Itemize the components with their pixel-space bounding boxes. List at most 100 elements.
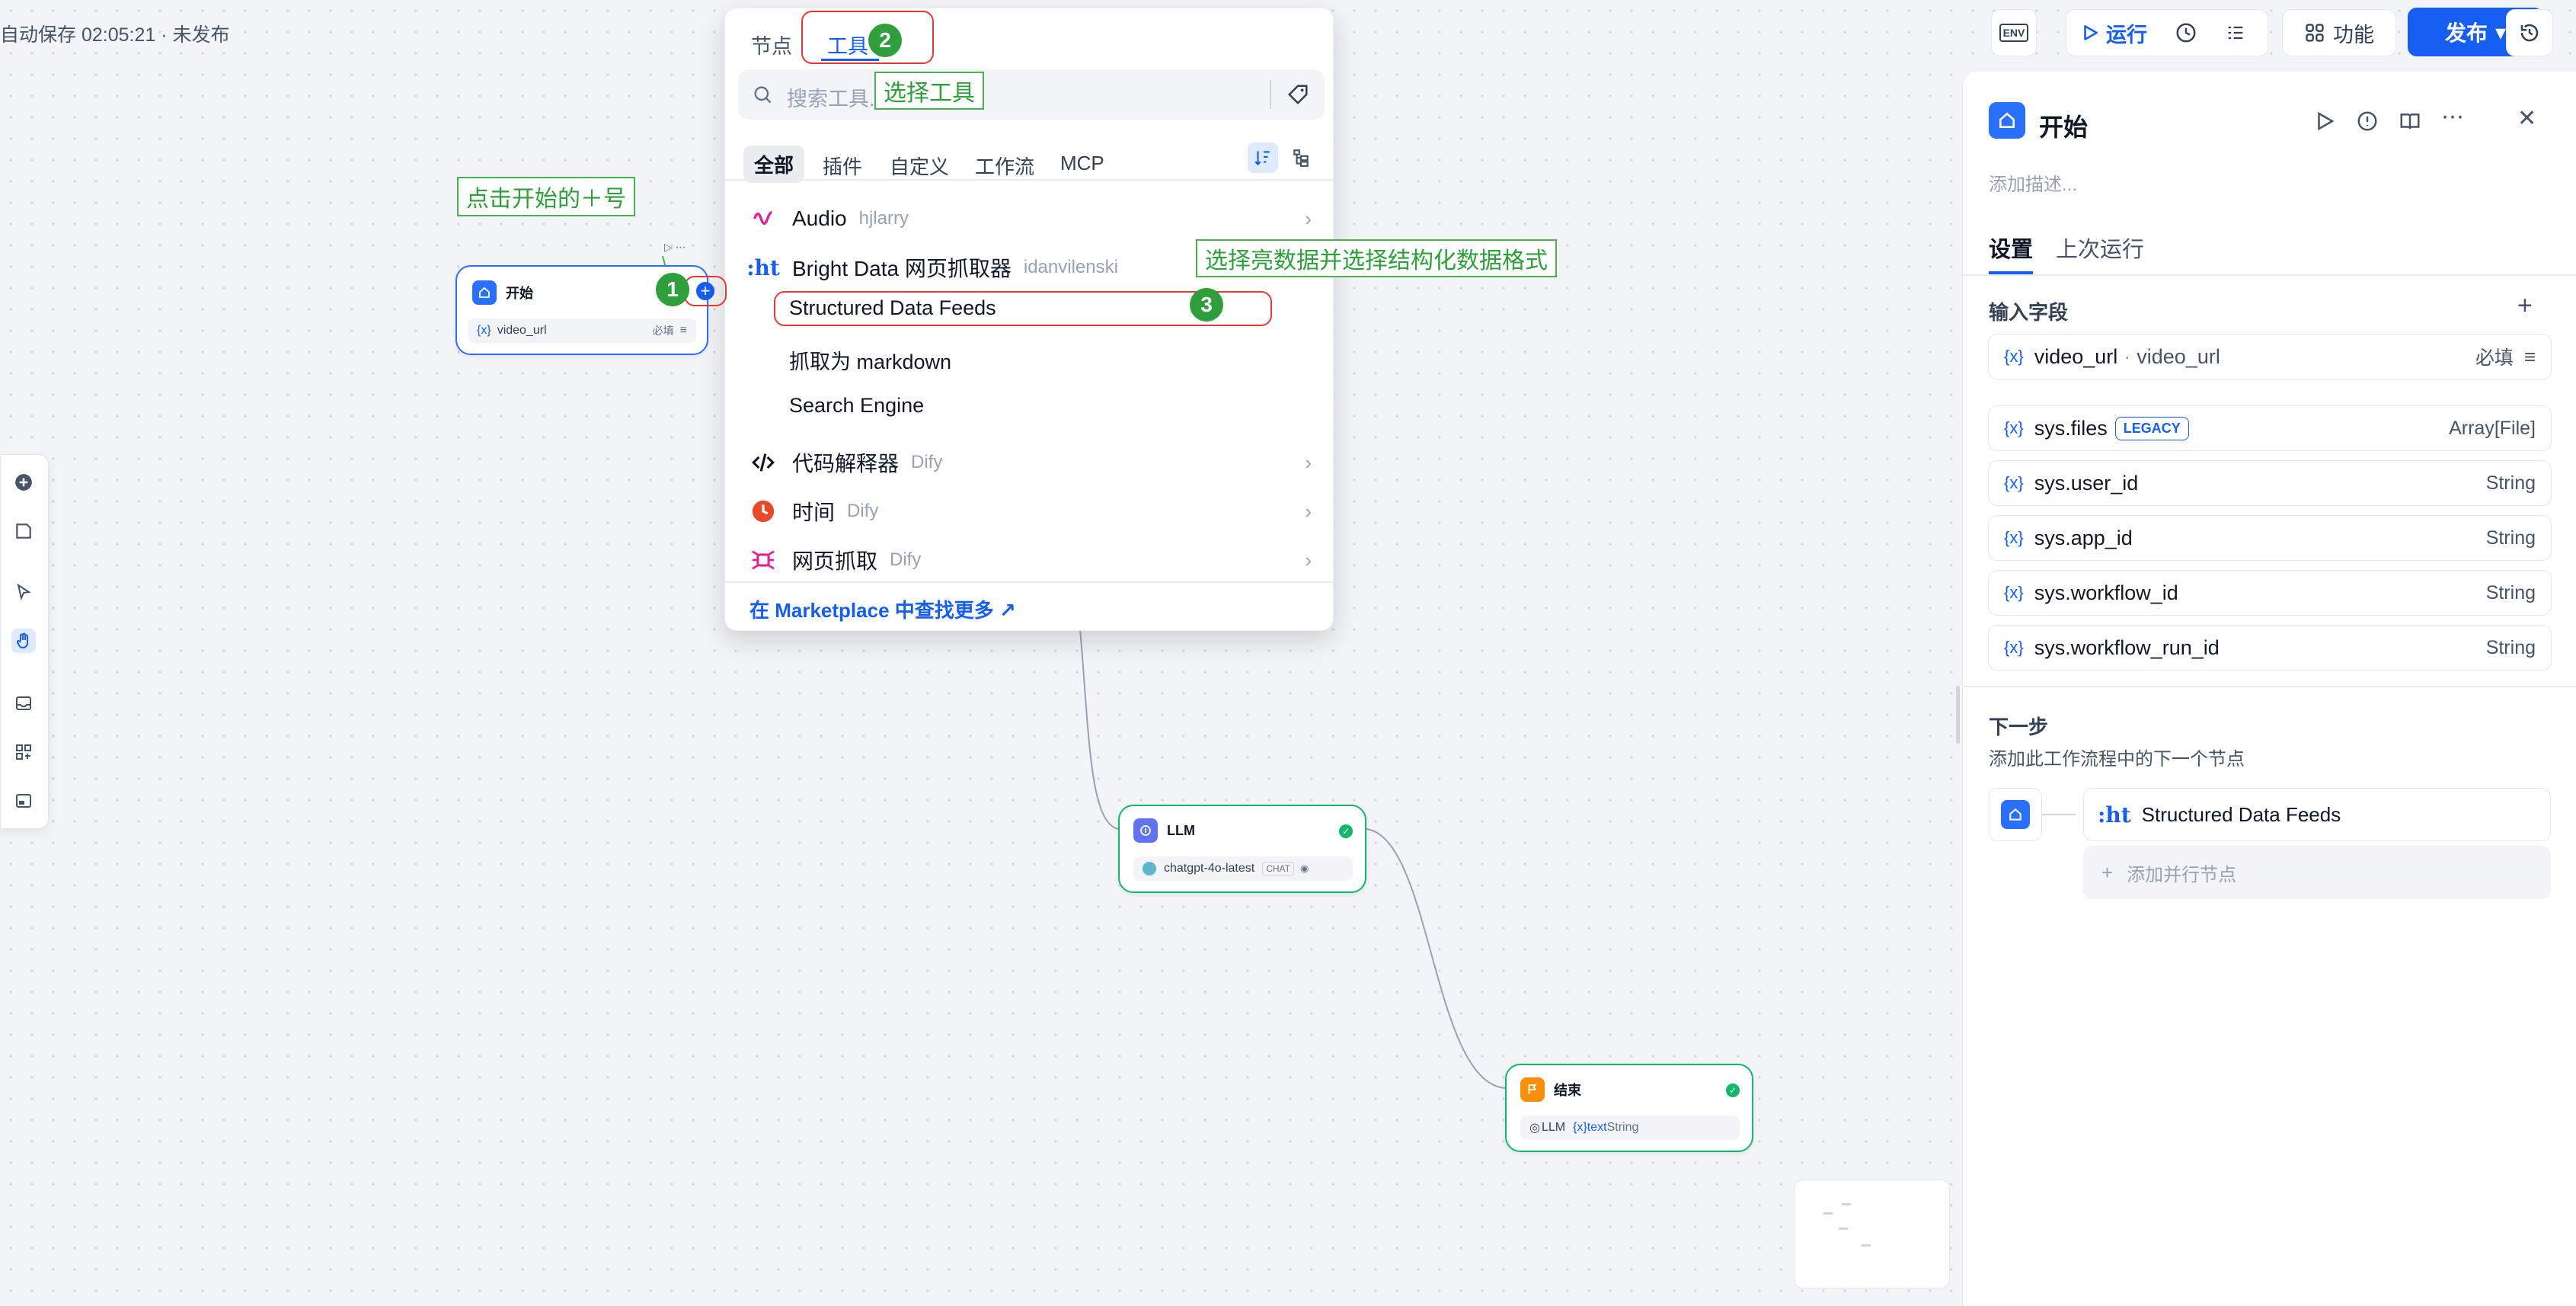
panel-resize-handle[interactable] bbox=[1956, 686, 1960, 744]
highlight-add-button bbox=[684, 276, 727, 306]
spider-icon bbox=[748, 545, 778, 575]
subtool-search-engine[interactable]: Search Engine bbox=[789, 394, 925, 417]
filter-workflow[interactable]: 工作流 bbox=[975, 155, 1035, 178]
sort-icon[interactable] bbox=[1248, 142, 1278, 173]
step-number-3: 3 bbox=[1190, 288, 1223, 322]
variable-icon: {x} bbox=[2004, 473, 2024, 492]
start-node[interactable]: 开始 {x} video_url 必填 ≡ bbox=[455, 265, 708, 355]
variable-icon: {x} bbox=[477, 324, 491, 337]
filter-mcp[interactable]: MCP bbox=[1060, 152, 1104, 174]
start-var-chip: {x} video_url 必填 ≡ bbox=[468, 318, 696, 343]
start-add-next-button[interactable]: + bbox=[696, 281, 714, 300]
end-output-chip: ◎ LLM {x} text String bbox=[1520, 1116, 1740, 1140]
tab-nodes[interactable]: 节点 bbox=[751, 35, 792, 58]
minimap-toggle-icon[interactable] bbox=[11, 789, 36, 813]
sys-field-workflow-id: {x} sys.workflow_id String bbox=[1988, 570, 2552, 616]
play-icon bbox=[2084, 25, 2098, 40]
annotation-step3: 选择亮数据并选择结构化数据格式 bbox=[1196, 239, 1557, 277]
filter-plugins[interactable]: 插件 bbox=[823, 155, 863, 178]
tool-picker-popup: 节点 工具 搜索工具... 全部 插件 自定义 工作流 MCP Audio hj… bbox=[724, 8, 1334, 631]
tab-tools[interactable]: 工具 bbox=[827, 35, 868, 58]
node-settings-panel: 开始 ⋯ ✕ 添加描述... 设置 上次运行 输入字段 + {x} video_… bbox=[1962, 72, 2576, 1306]
variable-icon: {x} bbox=[2004, 638, 2024, 657]
env-icon: ENV bbox=[1999, 24, 2029, 42]
home-icon bbox=[472, 280, 497, 305]
tool-audio[interactable]: Audio hjlarry › bbox=[748, 197, 1312, 240]
plus-icon: + bbox=[2101, 860, 2114, 884]
chevron-right-icon: › bbox=[1305, 206, 1312, 230]
tool-bright-data[interactable]: :ht Bright Data 网页抓取器 idanvilenski bbox=[746, 246, 1312, 289]
variable-icon: {x} bbox=[1573, 1121, 1587, 1134]
chevron-right-icon: › bbox=[1305, 450, 1312, 474]
checklist-button[interactable] bbox=[2211, 10, 2260, 56]
tool-search-input[interactable]: 搜索工具... bbox=[738, 69, 1325, 120]
history-clock-icon bbox=[2176, 23, 2196, 43]
tag-icon[interactable] bbox=[1286, 83, 1309, 106]
annotation-step2: 选择工具 bbox=[874, 72, 984, 110]
current-node-badge bbox=[1989, 788, 2042, 841]
step-number-1: 1 bbox=[656, 273, 689, 306]
grid-icon bbox=[2306, 24, 2324, 42]
legacy-badge: LEGACY bbox=[2114, 416, 2189, 440]
llm-node[interactable]: LLM ✓ chatgpt-4o-latest CHAT ◉ bbox=[1118, 805, 1366, 893]
next-node-item[interactable]: :ht Structured Data Feeds bbox=[2083, 788, 2551, 841]
user-input-field[interactable]: {x} video_url · video_url 必填 ≡ bbox=[1988, 334, 2552, 379]
variable-icon: {x} bbox=[2004, 583, 2024, 602]
input-fields-label: 输入字段 bbox=[1989, 301, 2069, 324]
tool-web-scraper[interactable]: 网页抓取 Dify › bbox=[748, 539, 1312, 581]
pointer-icon[interactable] bbox=[11, 580, 36, 604]
organize-icon[interactable] bbox=[11, 740, 36, 764]
bright-data-icon: :ht bbox=[746, 254, 780, 280]
audio-icon bbox=[748, 203, 778, 234]
sys-field-user-id: {x} sys.user_id String bbox=[1988, 460, 2552, 506]
sys-field-files: {x} sys.files LEGACY Array[File] bbox=[1988, 405, 2552, 451]
help-icon[interactable] bbox=[2356, 110, 2379, 133]
end-node[interactable]: 结束 ✓ ◎ LLM {x} text String bbox=[1505, 1064, 1753, 1152]
play-icon[interactable] bbox=[2313, 110, 2336, 133]
bright-data-icon: :ht bbox=[2098, 802, 2131, 827]
autosave-status: 自动保存 02:05:21 · 未发布 bbox=[0, 24, 230, 46]
run-button[interactable]: 运行 bbox=[2066, 10, 2161, 56]
checklist-icon bbox=[2228, 26, 2243, 40]
features-button[interactable]: 功能 bbox=[2282, 9, 2396, 56]
history-icon bbox=[2520, 24, 2539, 42]
llm-icon bbox=[1133, 818, 1158, 843]
home-icon bbox=[2001, 800, 2030, 829]
tab-last-run[interactable]: 上次运行 bbox=[2056, 238, 2145, 262]
run-toolbar-group: 运行 bbox=[2066, 9, 2268, 56]
add-note-icon[interactable] bbox=[11, 519, 36, 543]
add-node-icon[interactable] bbox=[11, 470, 36, 495]
tool-code-interpreter[interactable]: 代码解释器 Dify › bbox=[748, 441, 1312, 484]
filter-all[interactable]: 全部 bbox=[743, 146, 805, 183]
annotation-step1: 点击开始的＋号 bbox=[457, 177, 635, 216]
add-parallel-node-button[interactable]: + 添加并行节点 bbox=[2083, 846, 2551, 899]
tool-time[interactable]: 时间 Dify › bbox=[748, 490, 1312, 533]
run-history-button[interactable] bbox=[2161, 10, 2211, 56]
tree-view-icon[interactable] bbox=[1286, 142, 1316, 173]
llm-model-chip: chatgpt-4o-latest CHAT ◉ bbox=[1133, 856, 1353, 881]
filter-custom[interactable]: 自定义 bbox=[890, 155, 950, 178]
text-lines-icon: ≡ bbox=[679, 324, 687, 337]
minimap[interactable] bbox=[1794, 1180, 1950, 1288]
start-node-actions[interactable]: ▷ ⋯ bbox=[664, 241, 686, 253]
add-field-icon[interactable]: + bbox=[2517, 291, 2533, 320]
subtool-structured-data-feeds[interactable]: Structured Data Feeds bbox=[789, 296, 996, 319]
description-input[interactable]: 添加描述... bbox=[1989, 174, 2078, 195]
subtool-scrape-markdown[interactable]: 抓取为 markdown bbox=[789, 351, 952, 373]
end-flag-icon bbox=[1520, 1077, 1545, 1102]
env-button[interactable]: ENV bbox=[1991, 9, 2037, 56]
canvas-tool-rail bbox=[0, 454, 49, 829]
hand-icon[interactable] bbox=[11, 629, 36, 653]
export-image-icon[interactable] bbox=[11, 691, 36, 715]
success-check-icon: ✓ bbox=[1339, 824, 1353, 838]
llm-small-icon: ◎ bbox=[1529, 1122, 1540, 1135]
vision-eye-icon: ◉ bbox=[1299, 863, 1309, 874]
sys-field-app-id: {x} sys.app_id String bbox=[1988, 515, 2552, 561]
marketplace-link[interactable]: 在 Marketplace 中查找更多 ↗ bbox=[749, 599, 1016, 622]
tab-settings[interactable]: 设置 bbox=[1989, 238, 2034, 262]
version-history-button[interactable] bbox=[2506, 9, 2553, 56]
more-icon[interactable]: ⋯ bbox=[2441, 104, 2464, 130]
close-icon[interactable]: ✕ bbox=[2517, 106, 2537, 131]
tab-underline bbox=[1989, 271, 2033, 274]
book-icon[interactable] bbox=[2399, 110, 2421, 133]
